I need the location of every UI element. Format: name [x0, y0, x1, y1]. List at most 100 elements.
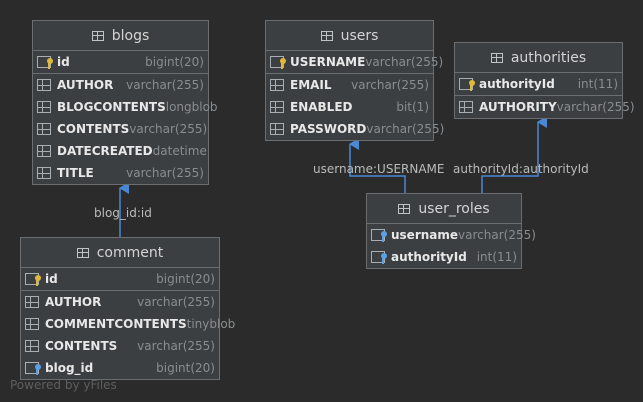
- foreign-key-icon: [371, 229, 387, 242]
- column-row[interactable]: authorityId int(11): [367, 246, 521, 268]
- column-type: varchar(255): [366, 122, 445, 136]
- column-type: tinyblob: [186, 317, 236, 331]
- table-header: blogs: [33, 21, 208, 51]
- column-row[interactable]: CONTENTS varchar(255): [21, 335, 219, 357]
- watermark: Powered by yFiles: [10, 378, 117, 392]
- table-icon: [320, 30, 333, 41]
- column-type: varchar(255): [458, 228, 536, 242]
- table-title: user_roles: [418, 200, 490, 217]
- column-name: blog_id: [45, 361, 94, 375]
- column-name: CONTENTS: [45, 339, 118, 353]
- column-name: id: [57, 55, 70, 69]
- column-type: varchar(255): [365, 55, 444, 69]
- column-name: ENABLED: [290, 100, 353, 114]
- table-title: users: [340, 27, 379, 44]
- column-row[interactable]: blog_id bigint(20): [21, 357, 219, 379]
- column-icon: [25, 340, 39, 352]
- column-type: varchar(255): [126, 166, 204, 180]
- column-name: AUTHOR: [57, 78, 114, 92]
- relation-user_roles-authorities: [481, 116, 547, 193]
- column-icon: [25, 318, 39, 330]
- column-name: COMMENTCONTENTS: [45, 317, 187, 331]
- column-icon: [270, 123, 284, 135]
- column-row[interactable]: AUTHOR varchar(255): [21, 291, 219, 313]
- column-type: longblob: [165, 100, 218, 114]
- column-type: varchar(255): [126, 78, 204, 92]
- column-row[interactable]: TITLE varchar(255): [33, 162, 208, 184]
- relation-label-blog_id: blog_id:id: [94, 206, 152, 220]
- primary-key-icon: [25, 273, 41, 286]
- column-row[interactable]: EMAIL varchar(255): [266, 74, 433, 96]
- table-header: comment: [21, 238, 219, 268]
- column-type: varchar(255): [137, 339, 215, 353]
- column-name: username: [391, 228, 459, 242]
- column-icon: [37, 79, 51, 91]
- column-type: varchar(255): [129, 122, 208, 136]
- column-name: CONTENTS: [57, 122, 130, 136]
- table-icon: [398, 203, 411, 214]
- table-header: authorities: [455, 43, 622, 73]
- table-authorities[interactable]: authorities authorityId int(11) AUTHORITY…: [454, 42, 635, 119]
- column-row[interactable]: ENABLED bit(1): [266, 96, 433, 118]
- table-title: blogs: [111, 27, 150, 44]
- column-row[interactable]: id bigint(20): [33, 51, 208, 73]
- column-icon: [37, 145, 51, 157]
- column-type: int(11): [476, 250, 517, 264]
- primary-key-icon: [37, 56, 53, 69]
- foreign-key-icon: [25, 362, 41, 375]
- column-row[interactable]: AUTHOR varchar(255): [33, 74, 208, 96]
- primary-key-icon: [459, 78, 475, 91]
- column-name: PASSWORD: [290, 122, 367, 136]
- column-name: EMAIL: [290, 78, 332, 92]
- column-icon: [270, 79, 284, 91]
- column-row[interactable]: id bigint(20): [21, 268, 219, 290]
- column-icon: [270, 101, 284, 113]
- table-icon: [76, 247, 89, 258]
- column-type: datetime: [152, 144, 207, 158]
- column-icon: [37, 101, 51, 113]
- column-type: bigint(20): [156, 361, 215, 375]
- column-icon: [459, 101, 473, 113]
- column-name: DATECREATED: [57, 144, 153, 158]
- column-name: AUTHOR: [45, 295, 102, 309]
- table-title: authorities: [510, 49, 587, 66]
- column-type: varchar(255): [351, 78, 429, 92]
- column-type: varchar(255): [556, 100, 635, 114]
- column-name: authorityId: [391, 250, 467, 264]
- primary-key-icon: [270, 56, 286, 69]
- foreign-key-icon: [371, 251, 387, 264]
- column-type: varchar(255): [137, 295, 215, 309]
- column-type: bigint(20): [156, 272, 215, 286]
- column-name: USERNAME: [290, 55, 366, 69]
- column-name: id: [45, 272, 58, 286]
- column-row[interactable]: authorityId int(11): [455, 73, 622, 95]
- column-name: authorityId: [479, 77, 555, 91]
- column-type: bigint(20): [145, 55, 204, 69]
- table-blogs[interactable]: blogs id bigint(20) AUTHOR varchar(255) BL…: [32, 20, 218, 185]
- relation-label-username: username:USERNAME: [313, 162, 445, 176]
- column-type: int(11): [577, 77, 618, 91]
- table-header: user_roles: [367, 194, 521, 224]
- column-icon: [25, 296, 39, 308]
- column-name: BLOGCONTENTS: [57, 100, 166, 114]
- relation-label-authorityId: authorityId:authorityId: [453, 162, 589, 176]
- table-header: users: [266, 21, 433, 51]
- column-type: bit(1): [396, 100, 429, 114]
- column-icon: [37, 167, 51, 179]
- column-icon: [37, 123, 51, 135]
- table-icon: [91, 30, 104, 41]
- column-name: TITLE: [57, 166, 94, 180]
- table-title: comment: [96, 244, 164, 261]
- column-name: AUTHORITY: [479, 100, 557, 114]
